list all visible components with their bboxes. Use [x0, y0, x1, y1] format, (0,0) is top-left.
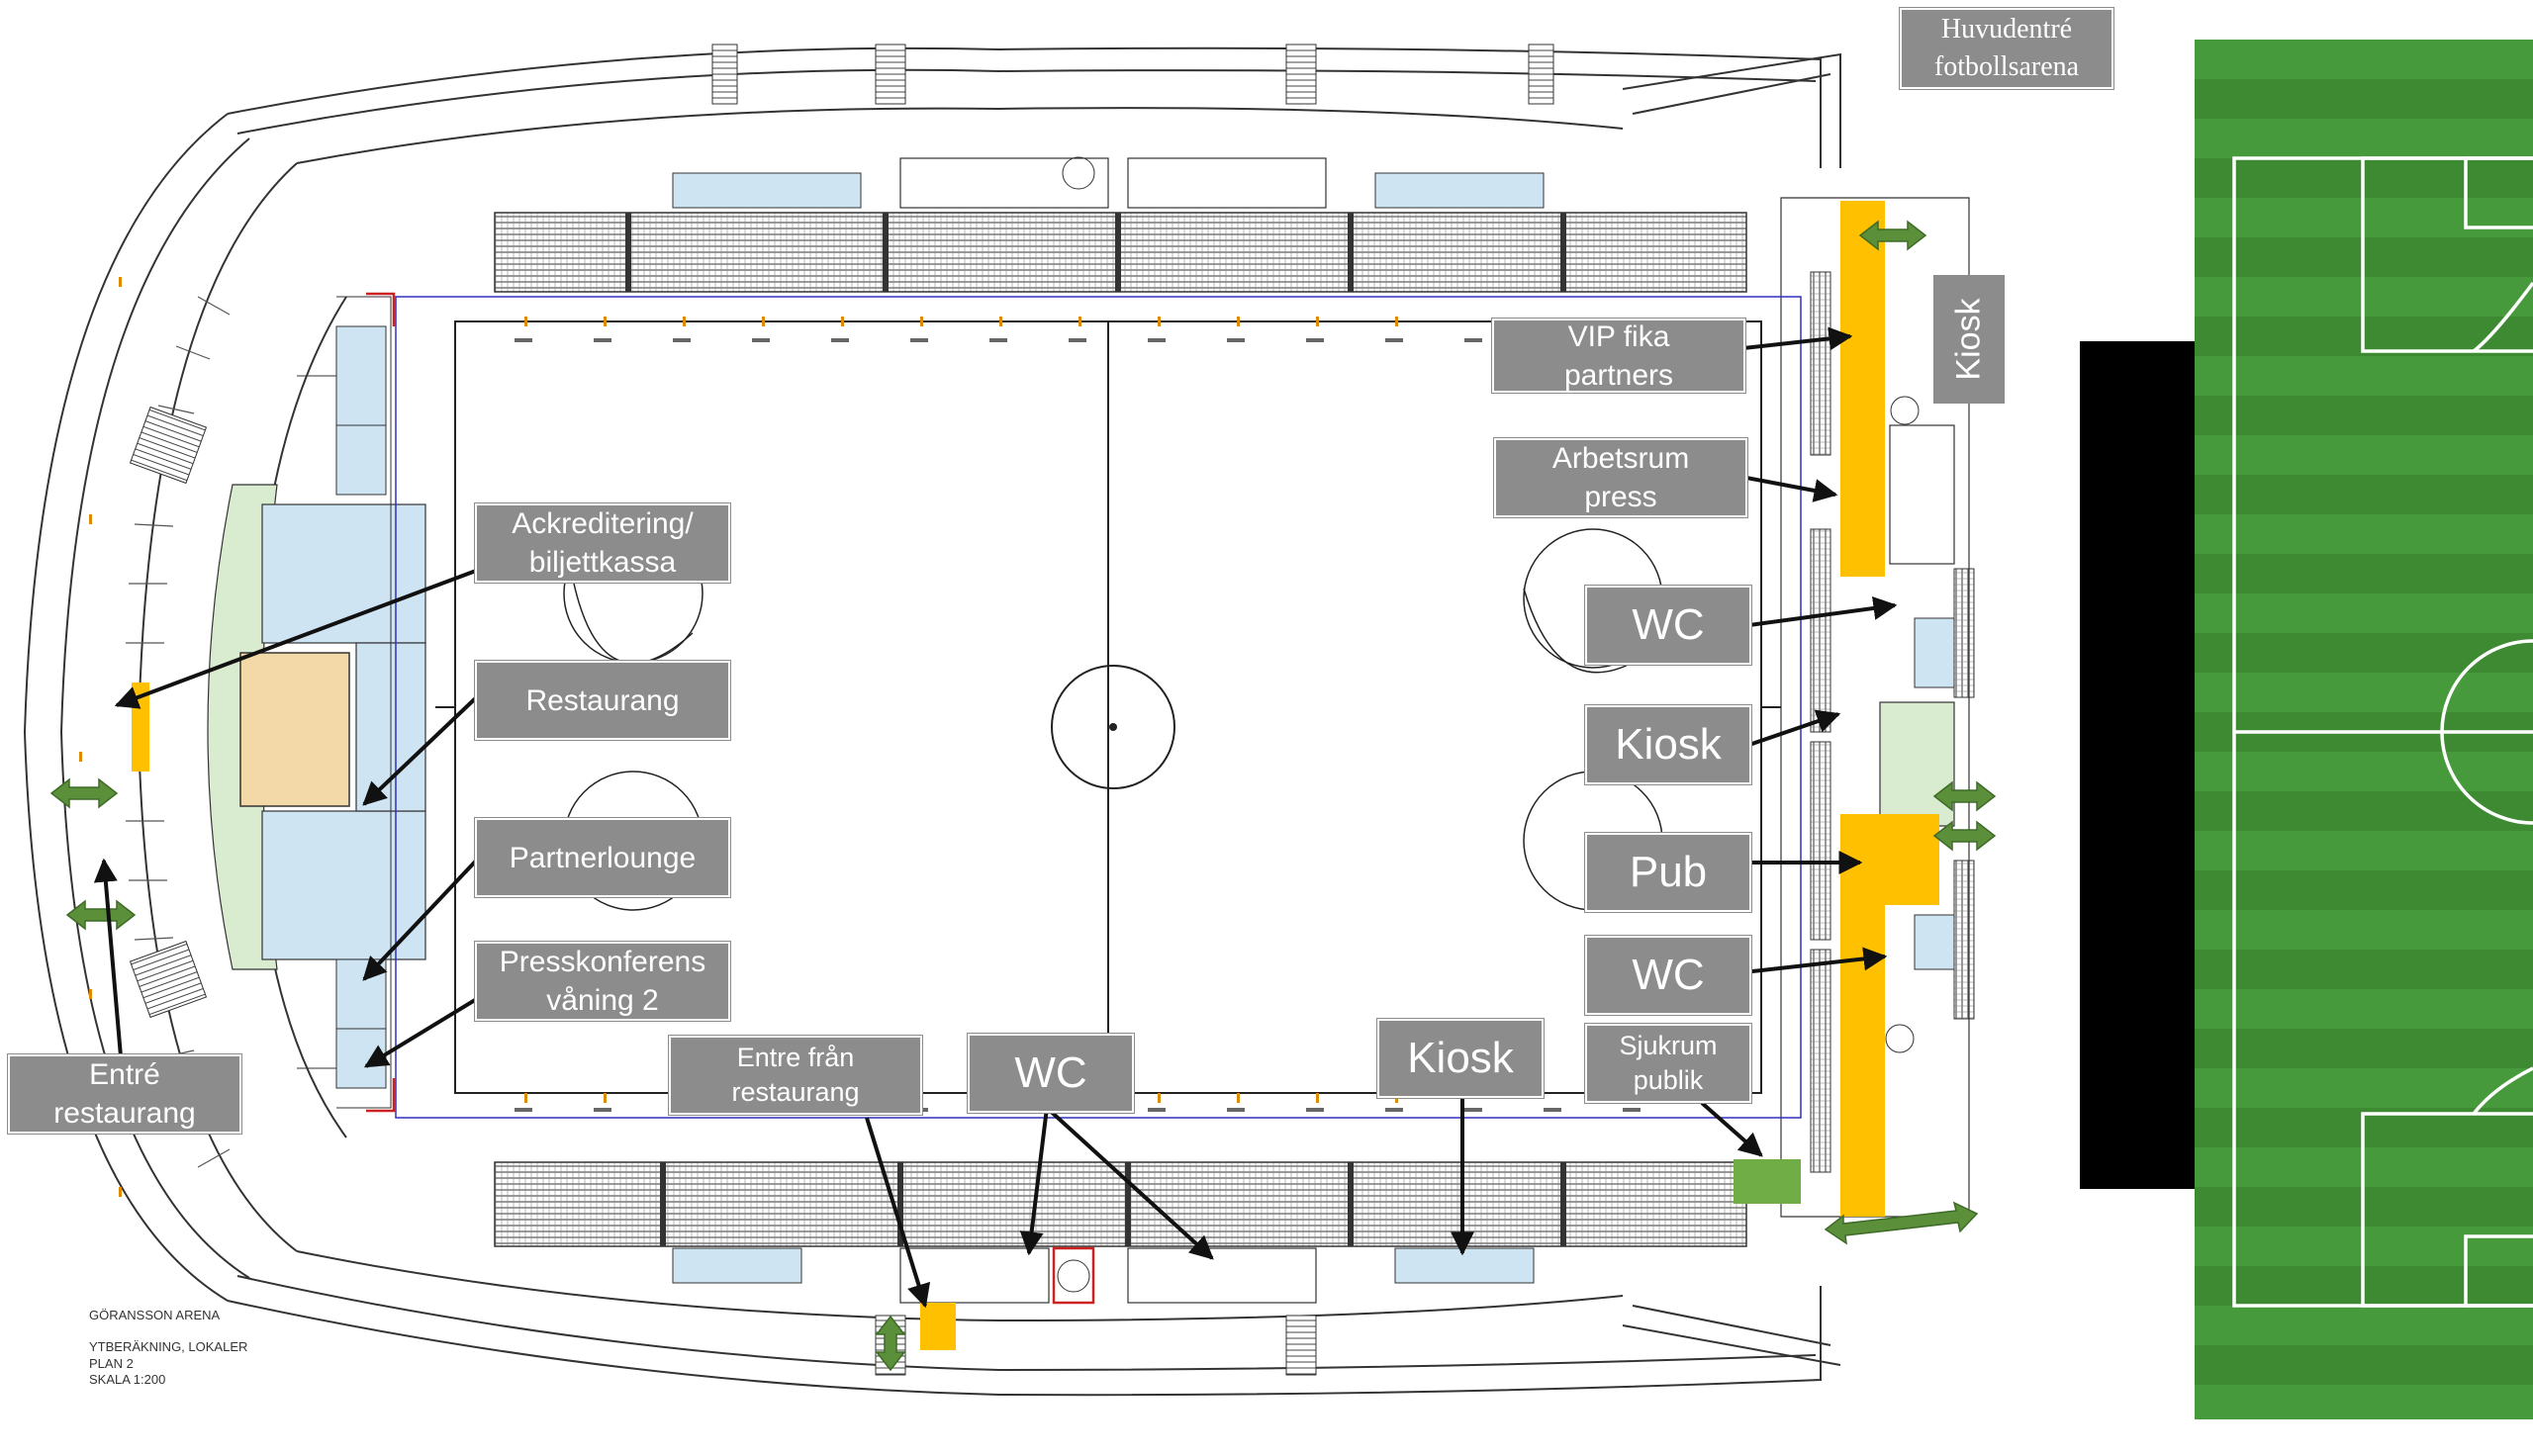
- south-entrance-marker: [920, 1303, 956, 1350]
- pitch: [395, 296, 1802, 1119]
- double-arrow-icon: [49, 220, 1997, 1372]
- restaurant-entrance-label: Entre från restaurang: [669, 1036, 922, 1115]
- pub-label: Pub: [1585, 833, 1751, 912]
- south-stand: [494, 1161, 1747, 1376]
- restaurant-entry-label: Entré restaurang: [8, 1054, 241, 1134]
- partner-lounge-label: Partnerlounge: [475, 818, 730, 897]
- arrow-icon: [93, 326, 1898, 1309]
- kiosk-vertical-label: Kiosk: [1933, 275, 2005, 404]
- north-stand: [494, 44, 1747, 293]
- kiosk-south-label: Kiosk: [1377, 1019, 1544, 1098]
- press-work-label: Arbetsrum press: [1494, 438, 1747, 517]
- wc-east-top-label: WC: [1585, 586, 1751, 665]
- press-orange-room: [1840, 409, 1885, 577]
- kiosk-east-label: Kiosk: [1585, 705, 1751, 784]
- green-pitch-panel: [2195, 40, 2533, 1419]
- sick-room-green: [1734, 1159, 1801, 1204]
- title-block-name: GÖRANSSON ARENA: [89, 1308, 221, 1322]
- west-corner-markers: [366, 292, 396, 1113]
- restaurant-label: Restaurang: [475, 661, 730, 740]
- kiosk-vertical-text: Kiosk: [1949, 298, 1988, 381]
- outer-shell: [23, 46, 1841, 1397]
- black-stand-block: [2080, 341, 2203, 1189]
- main-entrance-label: Huvudentré fotbollsarena: [1900, 8, 2113, 89]
- vip-label: VIP fika partners: [1492, 318, 1745, 393]
- west-stair-lower: [129, 940, 208, 1019]
- accreditation-label: Ackreditering/ biljettkassa: [475, 503, 730, 583]
- title-block-line3: SKALA 1:200: [89, 1371, 166, 1387]
- title-block-line2: PLAN 2: [89, 1355, 134, 1371]
- wc-south-label: WC: [968, 1034, 1134, 1113]
- west-room-a: [335, 325, 387, 426]
- restaurant-room: [239, 652, 350, 807]
- press-conference-label: Presskonferens våning 2: [475, 942, 730, 1021]
- title-block: GÖRANSSON ARENA YTBERÄKNING, LOKALER PLA…: [89, 1308, 247, 1388]
- west-blue-area-lower: [261, 810, 426, 960]
- west-room-b: [335, 424, 387, 496]
- west-stair-upper: [129, 406, 208, 485]
- pub-orange-room: [1840, 814, 1939, 1217]
- wc-east-bottom-label: WC: [1585, 936, 1751, 1015]
- title-block-line1: YTBERÄKNING, LOKALER: [89, 1339, 248, 1355]
- east-stand: [1780, 197, 1975, 1218]
- west-room-c: [335, 958, 387, 1030]
- sick-room-label: Sjukrum publik: [1585, 1024, 1751, 1103]
